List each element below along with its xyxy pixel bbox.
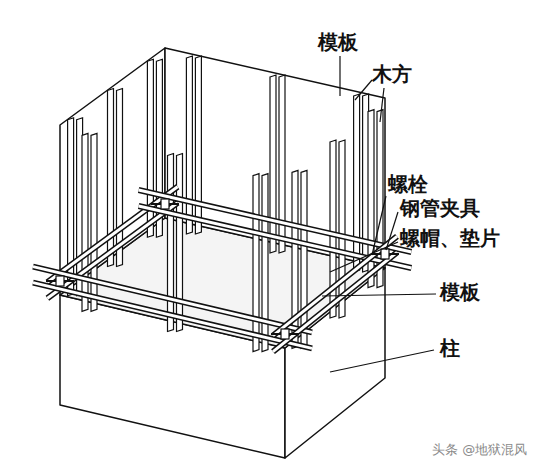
timber-stud: [186, 56, 192, 234]
part-label: 模板: [440, 280, 480, 304]
nut-washer: [381, 249, 389, 259]
steel-pipe: [47, 187, 177, 282]
leader-line: [322, 294, 436, 296]
part-label: 螺帽、垫片: [400, 226, 500, 250]
timber-stud: [117, 89, 123, 267]
steel-pipe: [139, 190, 412, 252]
part-label: 钢管夹具: [400, 196, 480, 220]
timber-stud: [279, 75, 285, 253]
steel-pipe: [33, 283, 312, 349]
leader-line: [330, 242, 398, 272]
leader-line: [355, 80, 372, 100]
steel-pipe: [273, 252, 397, 351]
steel-pipe: [273, 236, 397, 335]
nut-washer: [161, 199, 169, 209]
part-label: 木方: [372, 62, 412, 86]
leader-line: [380, 88, 384, 122]
part-label: 柱: [440, 336, 460, 360]
timber-stud: [354, 94, 360, 272]
steel-pipe: [273, 252, 397, 351]
nut-washer: [56, 276, 64, 286]
nut-washer: [281, 329, 289, 339]
timber-stud: [195, 56, 201, 234]
timber-stud: [177, 154, 183, 332]
steel-pipe: [33, 267, 312, 333]
leader-line: [330, 350, 434, 372]
part-label: 螺栓: [388, 172, 428, 196]
timber-stud: [262, 174, 268, 352]
steel-pipe: [33, 267, 312, 333]
watermark: 头条 @地狱混风: [432, 442, 527, 458]
timber-stud: [168, 154, 174, 332]
timber-stud: [253, 174, 259, 352]
timber-stud: [82, 133, 88, 311]
steel-pipe: [47, 187, 177, 282]
steel-pipe: [33, 283, 312, 349]
timber-stud: [270, 75, 276, 253]
part-label: 模板: [318, 30, 358, 54]
timber-stud: [91, 133, 97, 311]
steel-pipe: [273, 236, 397, 335]
steel-pipe: [139, 190, 412, 252]
leader-line: [372, 196, 386, 255]
leader-line: [339, 56, 340, 96]
